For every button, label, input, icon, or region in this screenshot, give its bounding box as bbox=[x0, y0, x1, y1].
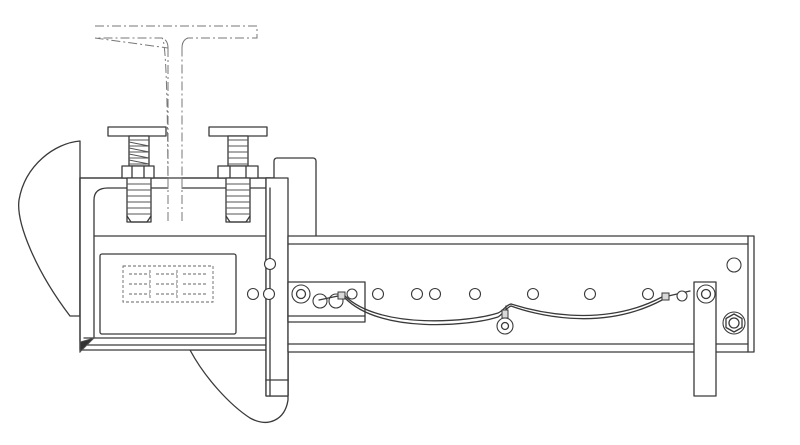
rail-hole bbox=[641, 287, 655, 301]
rail-hole bbox=[428, 287, 442, 301]
rail-hole bbox=[526, 287, 540, 301]
rail-hole bbox=[371, 287, 385, 301]
rail-hole bbox=[468, 287, 482, 301]
lower-curved-plate bbox=[189, 349, 289, 423]
ground-lug bbox=[496, 309, 514, 335]
rail-end-hole bbox=[726, 257, 742, 273]
mounting-holes bbox=[246, 257, 655, 301]
hex-nut-side bbox=[722, 311, 746, 335]
terminal-plate bbox=[287, 281, 366, 323]
clamp-bolt-left bbox=[107, 126, 167, 223]
rail-hole bbox=[262, 287, 276, 301]
left-cam-plate bbox=[18, 140, 81, 317]
right-end-bracket bbox=[661, 281, 717, 397]
rail-hole bbox=[246, 287, 260, 301]
rail-hole bbox=[263, 257, 277, 271]
rail-hole bbox=[410, 287, 424, 301]
clamp-body bbox=[79, 177, 289, 354]
clamp-bolt-right bbox=[208, 126, 268, 223]
rail-hole bbox=[583, 287, 597, 301]
